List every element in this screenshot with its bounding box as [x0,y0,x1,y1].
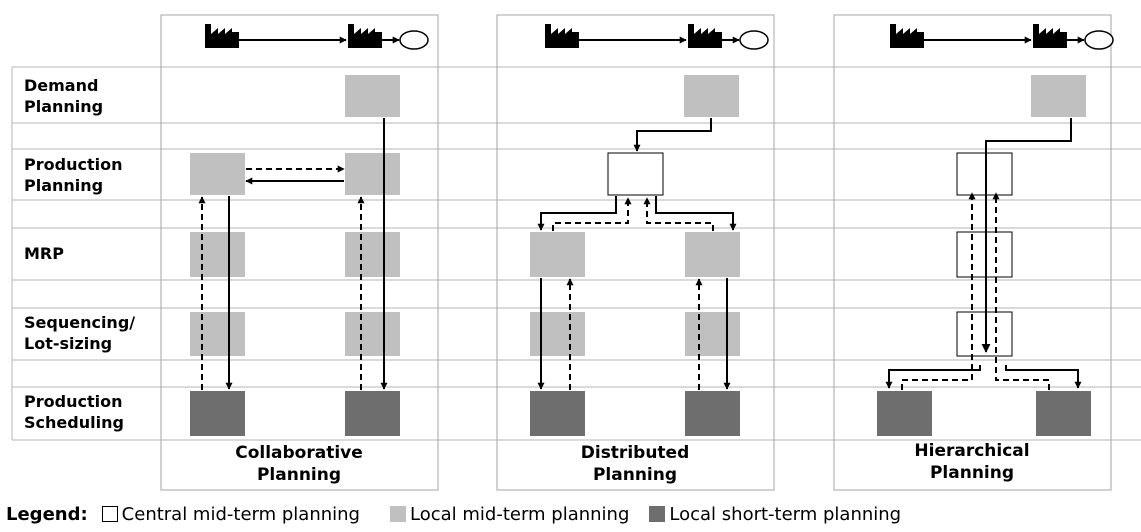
panel-collaborative [160,14,439,491]
row-label-production-planning: Production Planning [24,154,122,196]
row-label-line: Production [24,155,123,174]
row-label-mrp: MRP [24,243,64,264]
legend-label: Local mid-term planning [409,503,630,525]
legend: Legend: Central mid-term planning Local … [6,502,921,526]
customer-ellipse-icon [739,30,769,50]
mrp-box [530,232,585,277]
production-planning-box [607,152,664,196]
row-label-demand-planning: Demand Planning [24,75,103,117]
demand-planning-box [684,75,739,117]
sequencing-box [685,312,740,356]
legend-swatch-local-short [649,506,666,522]
sequencing-box [190,312,245,356]
panel-title-line: Collaborative [235,443,363,463]
legend-item-local-mid: Local mid-term planning [389,503,630,525]
supply-chain-header-2 [545,24,769,50]
production-planning-box [190,153,245,195]
factory-icon [348,24,382,48]
panel-frames [160,14,1112,491]
hierarchical-arrows [885,118,1082,390]
collaborative-arrows [198,118,388,390]
panel-title-line: Planning [592,465,678,485]
row-label-line: Sequencing/ [24,313,136,332]
panel-title-line: Planning [929,463,1015,483]
mrp-box [190,232,245,277]
row-label-production-scheduling: Production Scheduling [24,391,124,433]
row-label-line: Demand [24,76,99,95]
legend-swatch-central [101,506,118,522]
mrp-box [345,232,400,277]
row-label-line: Scheduling [24,413,124,432]
customer-ellipse-icon [1084,30,1114,50]
scheduling-box [685,391,740,436]
supply-chain-header-3 [890,24,1114,50]
row-label-line: Lot-sizing [24,334,113,353]
factory-icon [890,24,924,48]
panel-title-line: Distributed [580,443,690,463]
legend-label: Central mid-term planning [121,503,360,525]
scheduling-box [190,391,245,436]
factory-icon [1033,24,1067,48]
collaborative-boxes [190,75,400,436]
panel-hierarchical [833,14,1112,491]
row-label-line: Production [24,392,123,411]
legend-item-central: Central mid-term planning [101,503,360,525]
planning-diagram [11,14,1141,491]
panel-title-line: Planning [256,465,342,485]
customer-ellipse-icon [399,30,429,50]
hierarchical-boxes [877,75,1091,436]
demand-planning-box [1031,75,1086,117]
row-label-sequencing: Sequencing/ Lot-sizing [24,312,135,354]
demand-planning-box [345,75,400,117]
distributed-boxes [530,75,740,436]
supply-chain-header-1 [205,24,429,50]
scheduling-box [1036,391,1091,436]
scheduling-box [877,391,932,436]
legend-swatch-local-mid [389,506,406,522]
mrp-box [956,231,1013,278]
legend-title: Legend: [6,503,88,525]
scheduling-box [345,391,400,436]
panel-title-distributed: Distributed Planning [515,442,755,486]
factory-icon [545,24,579,48]
sequencing-box [530,312,585,356]
sequencing-box [956,311,1013,357]
sequencing-box [345,312,400,356]
row-label-line: Planning [24,176,104,195]
row-label-line: Planning [24,97,104,116]
legend-item-local-short: Local short-term planning [649,504,901,525]
production-planning-box [956,152,1013,196]
panel-title-line: Hierarchical [914,441,1030,461]
row-label-line: MRP [24,244,64,263]
panel-title-hierarchical: Hierarchical Planning [852,440,1092,484]
distributed-arrows [537,118,737,390]
panel-distributed [496,14,775,491]
legend-label: Local short-term planning [669,503,902,525]
production-planning-box [345,153,400,195]
scheduling-box [530,391,585,436]
panel-title-collaborative: Collaborative Planning [179,442,419,486]
factory-icon [205,24,239,48]
mrp-box [685,232,740,277]
factory-icon [688,24,722,48]
